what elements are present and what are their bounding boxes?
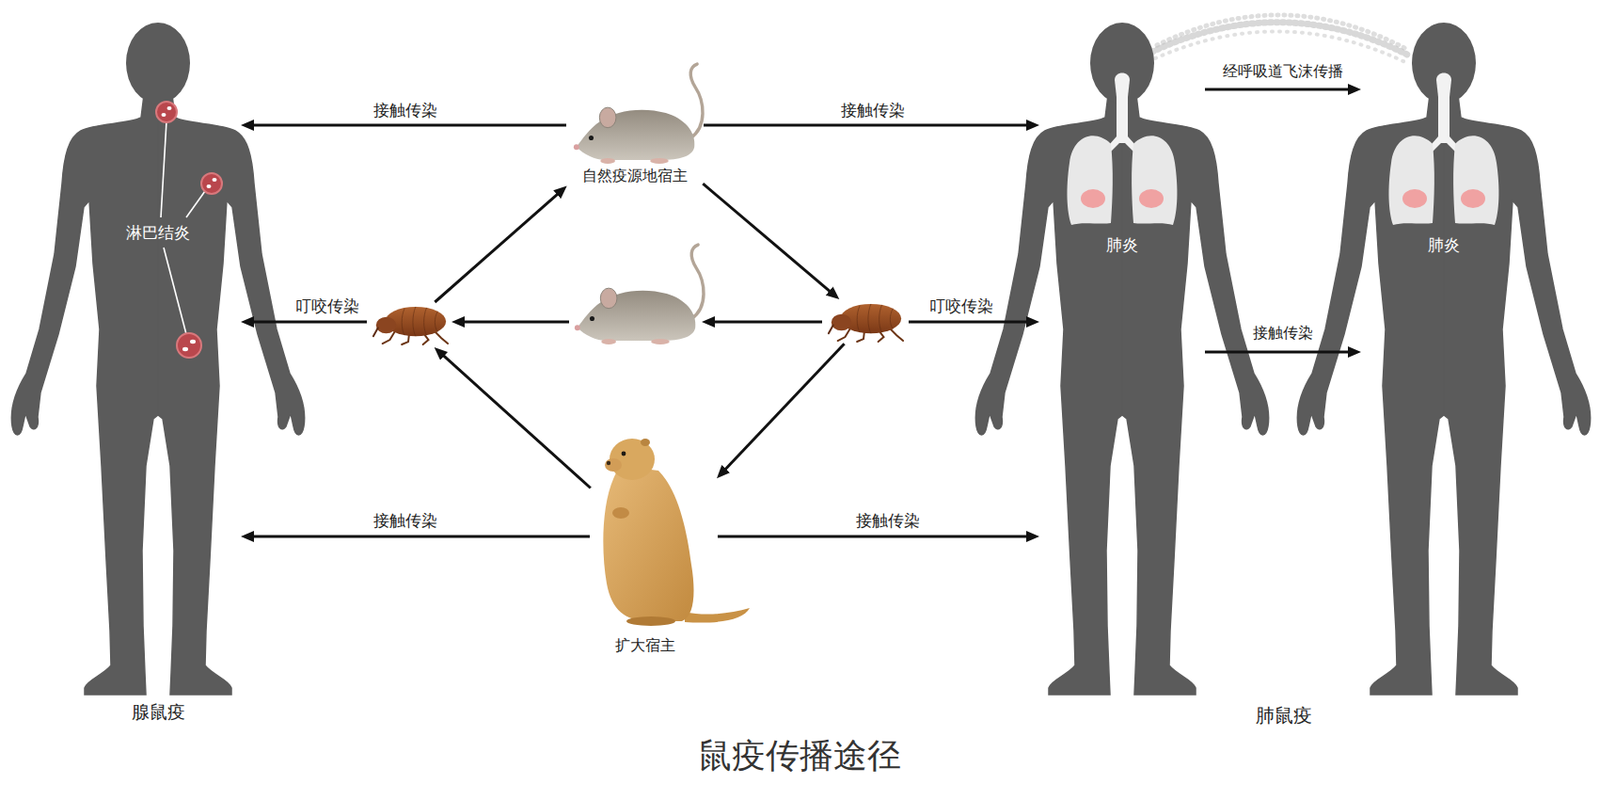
arrow-connector xyxy=(250,320,367,324)
arrow-connector xyxy=(250,124,567,127)
arrow-connector xyxy=(460,320,570,324)
symptom-text: 肺炎 xyxy=(1427,235,1460,254)
diagram-title: 鼠疫传播途径 xyxy=(697,734,902,776)
arrow-connector xyxy=(702,183,832,293)
disease-name: 腺鼠疫 xyxy=(131,700,186,723)
rat-host: 自然疫源地宿主 xyxy=(569,63,701,189)
arrow-connector xyxy=(717,535,1030,539)
edge-label: 接触传染 xyxy=(370,100,441,120)
edge-label: 接触传染 xyxy=(1250,323,1316,342)
human-figure: 淋巴结炎腺鼠疫 xyxy=(78,23,238,695)
arrow-connector xyxy=(908,320,1030,324)
arrow-connector xyxy=(723,343,845,472)
arrow-connector xyxy=(441,353,591,489)
symptom-text: 肺炎 xyxy=(1106,235,1139,254)
arrow-connector xyxy=(250,535,590,539)
arrow-connector xyxy=(1204,88,1352,92)
arrow-connector xyxy=(434,191,560,302)
disease-name: 肺鼠疫 xyxy=(1255,703,1313,727)
edge-label: 接触传染 xyxy=(370,510,441,530)
edge-label: 接触传染 xyxy=(838,100,908,120)
symptom-text: 淋巴结炎 xyxy=(126,222,191,242)
human-figure: 肺炎 xyxy=(1042,23,1203,695)
rat xyxy=(571,246,699,344)
flea xyxy=(369,303,449,346)
host-name: 扩大宿主 xyxy=(615,635,676,654)
edge-label: 接触传染 xyxy=(853,510,923,530)
host-name: 自然疫源地宿主 xyxy=(582,166,688,185)
edge-label: 经呼吸道飞沫传播 xyxy=(1219,62,1347,80)
arrow-connector xyxy=(1204,350,1352,354)
edge-label: 叮咬传染 xyxy=(292,296,363,316)
flea xyxy=(824,300,906,342)
human-figure: 肺炎 xyxy=(1363,23,1524,695)
arrow-connector xyxy=(711,320,823,324)
edge-label: 叮咬传染 xyxy=(926,296,997,316)
marmot-host: 扩大宿主 xyxy=(592,430,715,659)
arrow-connector xyxy=(703,124,1030,127)
